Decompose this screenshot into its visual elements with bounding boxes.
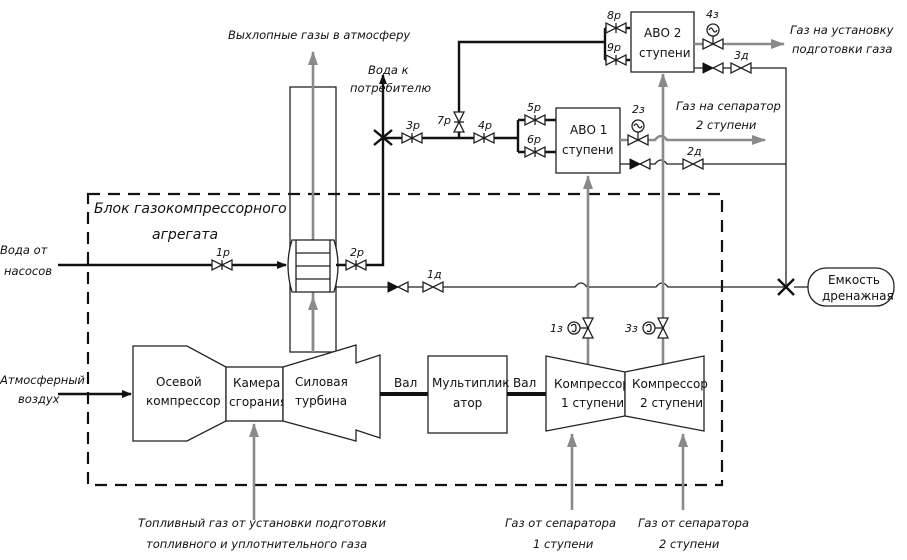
valve-1r-label: 1р xyxy=(216,246,230,259)
valve-3z-label: 3з xyxy=(625,322,638,335)
gas-from-sep2-label-2: 2 ступени xyxy=(659,537,720,551)
axial-compressor-label-1: Осевой xyxy=(156,375,202,389)
gas-from-sep1-label-1: Газ от сепаратора xyxy=(505,516,616,530)
valve-2d-label: 2д xyxy=(687,145,702,158)
valve-2z-label: 2з xyxy=(632,103,645,116)
valve-5r[interactable] xyxy=(524,113,546,127)
gas-from-sep1-label-2: 1 ступени xyxy=(533,537,594,551)
waste-heat-exchanger xyxy=(287,239,339,350)
valve-4z-label: 4з xyxy=(706,8,719,21)
valve-3z[interactable] xyxy=(642,317,670,339)
compressor-stage-1 xyxy=(545,355,626,432)
valve-3r[interactable] xyxy=(401,131,423,145)
gas-compressor-block-boundary xyxy=(86,192,724,487)
valve-1d-label: 1д xyxy=(427,268,442,281)
gas-to-sep2-label-2: 2 ступени xyxy=(696,118,757,132)
valve-3r-label: 3р xyxy=(406,119,420,132)
valve-1r[interactable] xyxy=(211,258,233,272)
compressor-2-label-1: Компрессор xyxy=(632,377,708,391)
water-to-consumer-label-1: Вода к xyxy=(368,63,409,77)
axial-compressor-label-2: компрессор xyxy=(146,394,221,408)
block-title-line1: Блок газокомпрессорного xyxy=(94,201,287,217)
valve-4r[interactable] xyxy=(473,131,495,145)
combustion-chamber-label-2: сгорания xyxy=(229,395,287,409)
avo2-label-1: АВО 2 xyxy=(644,26,681,40)
shaft-2-label: Вал xyxy=(513,376,536,390)
compressor-stage-2 xyxy=(624,355,705,432)
gas-to-sep2-label-1: Газ на сепаратор xyxy=(676,99,781,113)
avo1-drain-line xyxy=(620,159,786,165)
compressor-1-label-2: 1 ступени xyxy=(561,396,624,410)
gas-to-treatment-label-2: подготовки газа xyxy=(792,42,892,56)
valve-7r-label: 7р xyxy=(437,114,451,127)
valve-4z[interactable] xyxy=(702,23,724,51)
valve-8r-label: 8р xyxy=(607,9,621,22)
power-turbine-label-2: турбина xyxy=(295,394,347,408)
avo1-label-2: ступени xyxy=(562,143,614,157)
valve-5r-label: 5р xyxy=(527,101,541,114)
check-valve-exchanger xyxy=(387,280,409,294)
atmospheric-air-label-1: Атмосферный xyxy=(0,373,85,387)
power-turbine xyxy=(282,344,381,442)
fuel-gas-label-2: топливного и уплотнительного газа xyxy=(146,537,367,551)
valve-8r[interactable] xyxy=(605,21,627,35)
water-outlet-line xyxy=(336,74,387,267)
junction-cross-water xyxy=(373,129,393,146)
drain-junction-cross xyxy=(777,278,795,296)
water-from-pumps-label-1: Вода от xyxy=(0,243,48,257)
check-valve-avo1 xyxy=(629,157,651,171)
compressor-1-label-1: Компрессор xyxy=(554,377,630,391)
exhaust-label: Выхлопные газы в атмосферу xyxy=(228,28,410,42)
valve-2z[interactable] xyxy=(627,119,649,147)
valve-2r-label: 2р xyxy=(350,246,364,259)
avo2-label-2: ступени xyxy=(639,46,691,60)
water-to-avo2-line xyxy=(457,40,605,138)
shaft-1-label: Вал xyxy=(394,376,417,390)
gas-to-treatment-label-1: Газ на установку xyxy=(790,23,894,37)
valve-2r[interactable] xyxy=(345,258,367,272)
fuel-gas-label-1: Топливный газ от установки подготовки xyxy=(138,516,386,530)
combustion-chamber-label-1: Камера xyxy=(233,376,280,390)
compressor-2-label-2: 2 ступени xyxy=(640,396,703,410)
combustion-chamber xyxy=(225,366,284,422)
valve-2d[interactable] xyxy=(682,157,704,171)
atmospheric-air-label-2: воздух xyxy=(18,392,60,406)
block-title-line2: агрегата xyxy=(152,227,218,243)
drain-tank-label-2: дренажная xyxy=(822,289,894,303)
valve-9r-label: 9р xyxy=(607,41,621,54)
valve-9r[interactable] xyxy=(605,53,627,67)
valve-6r-label: 6р xyxy=(527,133,541,146)
gas-from-sep2-label-1: Газ от сепаратора xyxy=(638,516,749,530)
avo2-box xyxy=(630,11,695,73)
valve-1z[interactable] xyxy=(567,317,595,339)
valve-1d[interactable] xyxy=(422,280,444,294)
valve-1z-label: 1з xyxy=(550,322,563,335)
multiplier-label-1: Мультиплик xyxy=(432,376,510,390)
valve-7r[interactable] xyxy=(452,111,466,133)
water-to-consumer-label-2: потребителю xyxy=(350,81,431,95)
power-turbine-label-1: Силовая xyxy=(295,375,348,389)
multiplier-label-2: атор xyxy=(453,396,482,410)
valve-3d-label: 3д xyxy=(734,49,749,62)
avo1-label-1: АВО 1 xyxy=(570,123,607,137)
valve-3d[interactable] xyxy=(730,61,752,75)
gas-to-sep2-line xyxy=(620,134,766,145)
drain-tank xyxy=(807,267,895,307)
check-valve-avo2 xyxy=(702,61,724,75)
valve-6r[interactable] xyxy=(524,145,546,159)
drain-line-1d xyxy=(336,282,786,288)
multiplier xyxy=(427,355,508,434)
water-from-pumps-label-2: насосов xyxy=(4,264,52,278)
valve-4r-label: 4р xyxy=(478,119,492,132)
avo2-drain-line xyxy=(694,67,787,285)
drain-tank-label-1: Емкость xyxy=(828,273,880,287)
avo1-box xyxy=(555,107,621,174)
